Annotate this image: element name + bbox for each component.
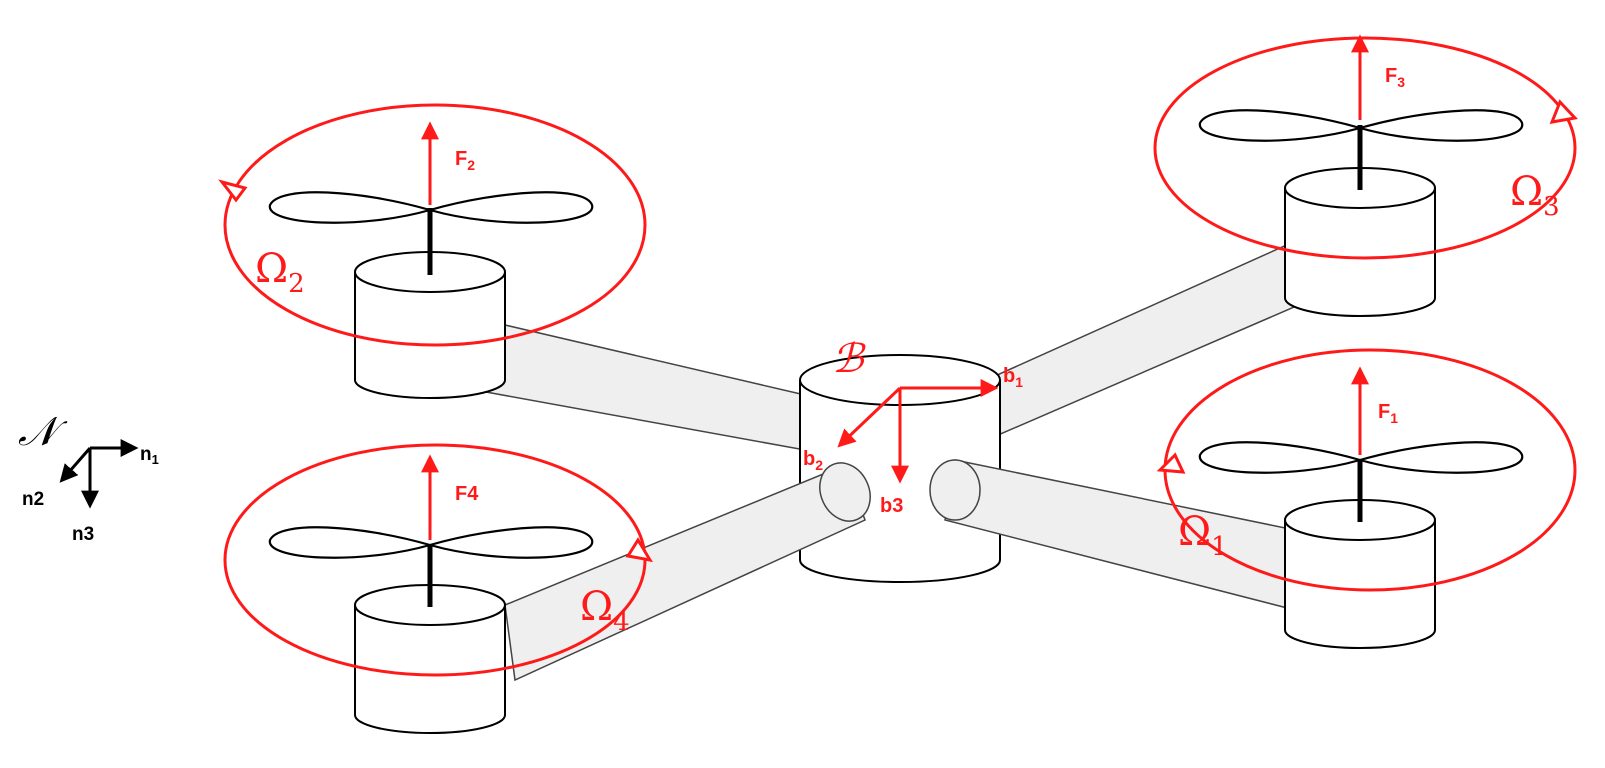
- omega-3-label: Ω3: [1510, 169, 1560, 222]
- n3-label: n3: [72, 524, 94, 545]
- b2-axis: [837, 386, 902, 448]
- propeller-1: [1198, 441, 1524, 474]
- rotor-3: [1153, 34, 1578, 317]
- inertial-frame-symbol: 𝒩: [18, 409, 68, 455]
- omega-1-label: Ω1: [1178, 509, 1228, 562]
- propeller-2: [268, 191, 594, 224]
- force-2-label: F2: [455, 148, 475, 173]
- rotor-2: [218, 103, 647, 399]
- n2-axis: [59, 447, 92, 483]
- rotor-4: [223, 443, 653, 734]
- b3-label: b3: [880, 495, 903, 517]
- arm-rotor-2: [474, 317, 806, 451]
- arm-rotor-1: [929, 459, 1296, 611]
- n1-label: n1: [140, 444, 159, 467]
- b2-label: b2: [803, 448, 823, 473]
- inertial-frame-axes: [59, 439, 139, 509]
- b1-label: b1: [1003, 365, 1023, 390]
- omega-4-label: Ω4: [580, 584, 630, 637]
- force-3-label: F3: [1385, 65, 1405, 90]
- force-1-label: F1: [1378, 401, 1398, 426]
- n2-label: n2: [22, 489, 44, 510]
- propeller-4: [268, 526, 594, 559]
- arm-rotor-4: [504, 462, 871, 682]
- omega-2-label: Ω2: [255, 246, 305, 299]
- rotor-1: [1156, 348, 1577, 649]
- propeller-3: [1198, 109, 1524, 142]
- body-frame-axes: [837, 379, 999, 484]
- force-4-label: F4: [455, 483, 479, 505]
- body-frame-symbol: ℬ: [832, 336, 866, 382]
